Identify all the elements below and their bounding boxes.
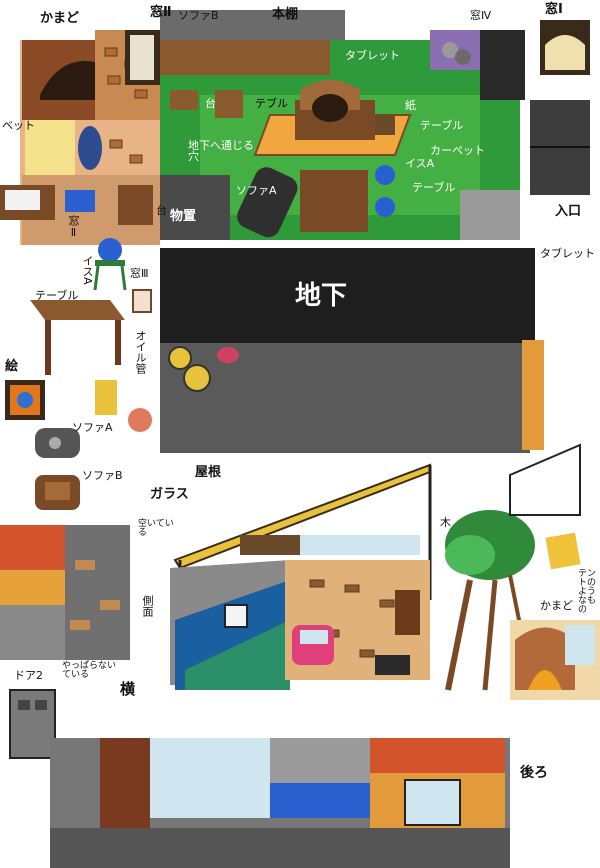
window-2-glass: [130, 35, 154, 80]
label-chair-a: イスA: [405, 157, 435, 170]
bookshelf-overlay: [160, 40, 330, 75]
orb-2: [183, 364, 211, 392]
tablet-screen: [312, 94, 348, 122]
sofa-b-side: [35, 475, 80, 510]
label-basement-entrance: 地下へ通じる穴: [188, 139, 254, 163]
bookshelf: [160, 10, 345, 40]
label-sofa-b: ソファB: [82, 469, 123, 482]
orb-1: [168, 346, 192, 370]
window-1-round: [78, 126, 102, 170]
label-window-1-top: 窓Ⅰ: [545, 2, 563, 17]
bed-furniture: [0, 185, 55, 220]
label-kamado: かまど: [40, 11, 80, 26]
tent-frame: [509, 443, 581, 516]
label-basement: 地下: [295, 281, 348, 311]
oil-lamp: [95, 380, 117, 415]
label-sofa-b-top: ソファB: [178, 9, 219, 22]
tablet-top-b: [455, 49, 471, 65]
label-window-4: 窓Ⅳ: [470, 9, 492, 22]
label-chair-a-side: イスA: [81, 255, 94, 285]
label-window-2b: 窓Ⅱ: [67, 215, 80, 239]
label-table-items: テーブル: [35, 289, 79, 302]
label-table-right: テーブル: [420, 119, 464, 132]
label-storage: 物置: [170, 209, 197, 224]
label-painting: 絵: [5, 359, 19, 374]
house-door: [395, 590, 420, 635]
back-elevation: [50, 738, 510, 868]
tent-flag: [545, 532, 581, 570]
label-tent-note: テントのようなもの: [578, 569, 597, 615]
kamado-mouth: [40, 60, 95, 100]
window-entry-glass: [545, 35, 585, 70]
bed-area: [25, 120, 75, 180]
basement-dark: [160, 248, 535, 343]
label-paper: 紙: [405, 99, 416, 112]
orb-3: [217, 347, 239, 363]
basement-gray: [160, 343, 530, 453]
house-stairs: [375, 655, 410, 675]
small-wood-chest: [118, 185, 153, 225]
label-not-open-note: やっぱらないている: [62, 661, 117, 680]
tablet-top-a: [442, 42, 458, 58]
label-oil-lamp: オイル管: [134, 330, 147, 374]
small-blue-chest: [65, 190, 95, 212]
house-window: [224, 604, 248, 628]
tree: [445, 510, 535, 691]
label-door-2: ドア2: [14, 669, 43, 682]
sofa-a-top: [237, 167, 298, 238]
oil-lamp-base: [128, 408, 152, 432]
label-sofa-a: ソファA: [72, 421, 113, 434]
label-window-2: 窓Ⅱ: [150, 5, 172, 20]
label-entrance: 入口: [555, 204, 582, 219]
label-sofa-a-top: ソファA: [236, 184, 277, 197]
label-window-3: 窓Ⅲ: [130, 267, 149, 280]
house-front-teal: [185, 620, 290, 690]
label-bookshelf: 本棚: [272, 7, 299, 22]
chair-a-2: [375, 197, 395, 217]
label-kamado-view: かまど: [540, 599, 573, 612]
label-table-center: テブル: [255, 97, 288, 110]
sofa-a-side: [35, 428, 80, 458]
side-table: [30, 300, 125, 375]
side-elevation: [0, 525, 130, 660]
label-table-lower: テーブル: [412, 181, 456, 194]
paper-item: [375, 115, 395, 135]
label-stand: 台: [205, 97, 216, 110]
lower-table: [300, 170, 368, 232]
chair-a-side: [93, 238, 127, 291]
kamado-illustration: [510, 620, 600, 700]
label-back-view: 後ろ: [520, 765, 548, 781]
door-2: [9, 689, 56, 759]
dark-column: [480, 30, 525, 100]
basement-pillar: [522, 340, 544, 450]
label-side: 側面: [141, 595, 154, 617]
storage-box: [160, 175, 230, 240]
label-side-view: 横: [120, 680, 136, 698]
label-tree: 木: [440, 516, 451, 529]
label-roof: 屋根: [195, 465, 222, 480]
label-tablet-top: タブレット: [345, 49, 400, 62]
window-3: [132, 289, 152, 313]
label-stand-small: 台: [156, 204, 167, 217]
label-bed: ベット: [2, 119, 35, 132]
right-lower-gray: [460, 190, 520, 240]
stand: [170, 90, 198, 110]
house-glass-top: [300, 535, 420, 555]
stand-right: [215, 90, 243, 118]
label-opening-note: 空いている: [138, 519, 174, 538]
label-glass: ガラス: [150, 487, 189, 502]
label-carpet: カーペット: [430, 144, 485, 157]
label-tablet-side: タブレット: [540, 247, 595, 260]
chair-a-1: [375, 165, 395, 185]
